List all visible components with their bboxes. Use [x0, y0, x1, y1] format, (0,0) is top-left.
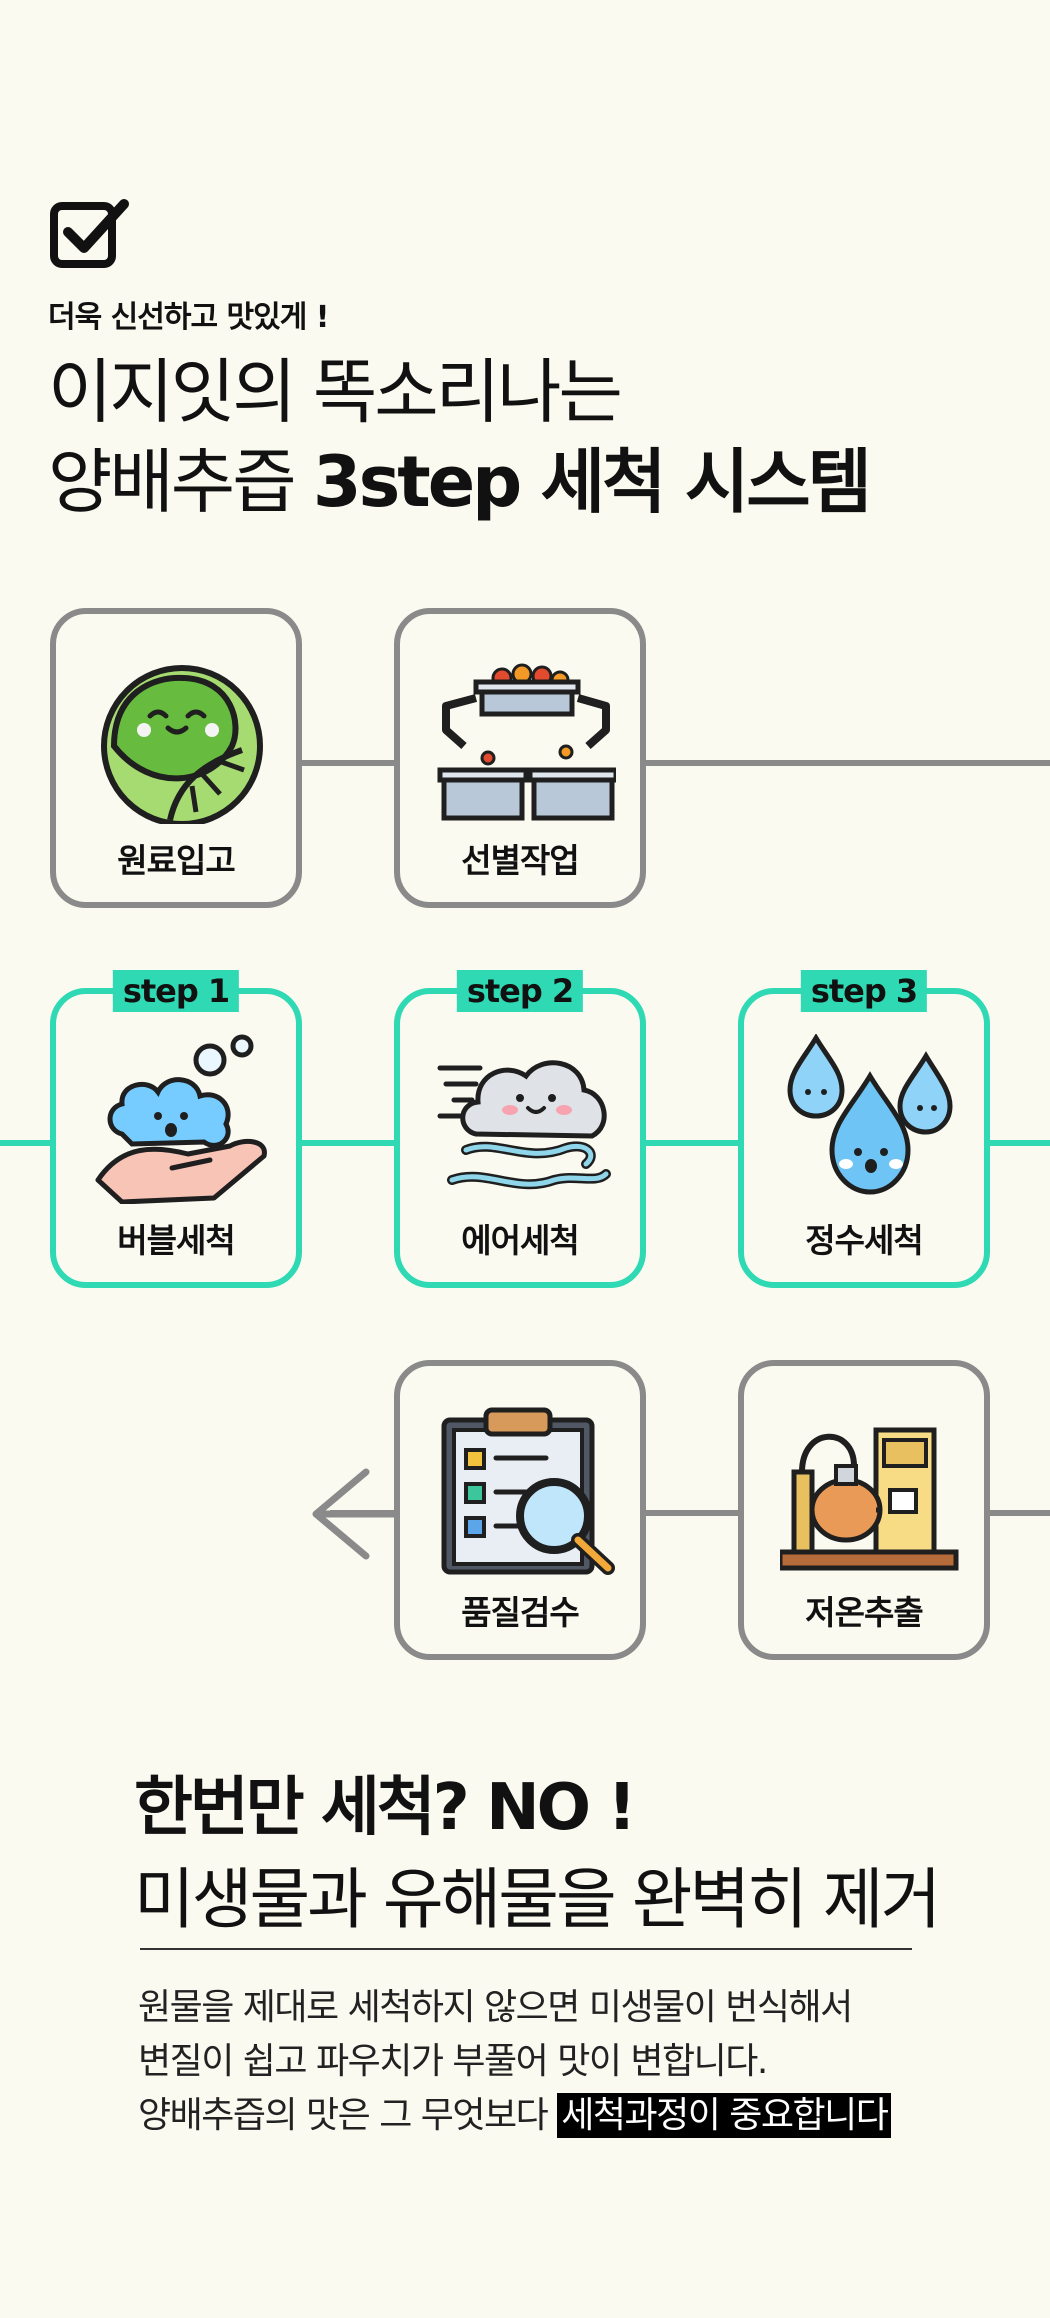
highlighted-text: 세척과정이 중요합니다 — [557, 2093, 892, 2138]
process-card-bubble-wash: step 1 버블세척 — [50, 970, 302, 1288]
water-drops-icon — [787, 1034, 953, 1195]
paragraph-line-2: 변질이 쉽고 파우치가 부풀어 맛이 변합니다. — [138, 2041, 768, 2082]
card-label: 저온추출 — [805, 1593, 923, 1632]
page-title-line2: 양배추즙 3step 세척 시스템 — [48, 426, 872, 527]
connector-row1 — [300, 760, 1050, 766]
title-regular-part: 양배추즙 — [48, 441, 313, 523]
card-label: 정수세척 — [805, 1221, 923, 1260]
card-label: 에어세척 — [461, 1221, 579, 1260]
process-card-sorting: 선별작업 — [394, 608, 646, 908]
step-badge: step 2 — [456, 970, 584, 1012]
paragraph-plain-text: 양배추즙의 맛은 그 무엇보다 — [138, 2095, 558, 2136]
subtitle: 더욱 신선하고 맛있게 ! — [48, 300, 329, 335]
section-heading: 한번만 세척? NO ! — [134, 1771, 637, 1845]
card-label: 선별작업 — [461, 841, 579, 880]
card-label: 버블세척 — [117, 1221, 235, 1260]
section-subheading: 미생물과 유해물을 완벽히 제거 — [134, 1861, 941, 1938]
process-card-low-temp-extraction: 저온추출 — [738, 1360, 990, 1660]
title-bold-part: 3step 세척 시스템 — [312, 441, 872, 523]
connector-row3 — [330, 1510, 1050, 1516]
card-label: 원료입고 — [117, 841, 235, 880]
extraction-machine-icon — [780, 1427, 959, 1571]
arrow-left-icon — [312, 1468, 396, 1560]
clipboard-magnifier-icon — [441, 1407, 615, 1575]
air-wash-icon — [437, 1060, 611, 1190]
bubble-wash-icon — [95, 1034, 267, 1204]
divider — [140, 1948, 912, 1950]
card-label: 품질검수 — [461, 1593, 579, 1632]
page-title-line1: 이지잇의 똑소리나는 — [48, 351, 623, 433]
paragraph-line-3: 양배추즙의 맛은 그 무엇보다 세척과정이 중요합니다 — [138, 2086, 892, 2138]
process-card-air-wash: step 2 에어세척 — [394, 970, 646, 1288]
process-card-quality-check: 품질검수 — [394, 1360, 646, 1660]
paragraph-line-1: 원물을 제대로 세척하지 않으면 미생물이 번식해서 — [138, 1987, 853, 2028]
process-card-purified-wash: step 3 정수세척 — [738, 970, 990, 1288]
sorting-machine-icon — [437, 663, 616, 821]
step-badge: step 3 — [800, 970, 928, 1012]
step-badge: step 1 — [112, 970, 240, 1012]
checkbox-check-icon — [50, 199, 129, 268]
cabbage-icon — [101, 665, 263, 824]
process-card-raw-material: 원료입고 — [50, 608, 302, 908]
